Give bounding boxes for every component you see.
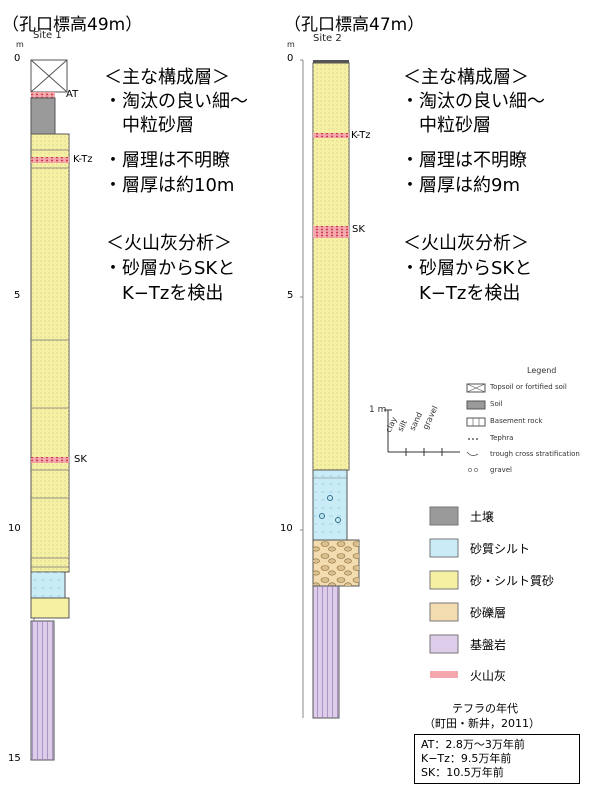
site2-name: Site 2 — [313, 33, 342, 44]
site2-note-line: 中粒砂層 — [419, 115, 491, 136]
ages-box: AT：2.8万～3万年前 K−Tz：9.5万年前 SK：10.5万年前 — [414, 734, 580, 784]
color-legend-sand: 砂・シルト質砂 — [470, 574, 555, 588]
swatch-tephra — [430, 671, 458, 678]
site1-tephra-label-at: AT — [66, 89, 79, 100]
site1-ash-title: ＜火山灰分析＞ — [106, 233, 232, 254]
color-legend-sandy-silt: 砂質シルト — [470, 542, 531, 556]
site1-note-line: ・層厚は約10m — [104, 175, 235, 196]
ages-title: テフラの年代 — [452, 702, 518, 715]
site2-note-line: ・淘汰の良い細～ — [401, 91, 545, 112]
site2-topsoil — [313, 60, 349, 63]
site2-column — [300, 59, 360, 719]
color-legend-basement: 基盤岩 — [470, 638, 507, 652]
site2-tephra-label-sk: SK — [352, 224, 365, 235]
site1-tick-label-0: 0 — [14, 53, 21, 64]
site1-column — [30, 59, 70, 761]
swatch-sandy-silt — [429, 538, 459, 558]
soil-icon — [466, 400, 486, 410]
swatch-soil — [429, 506, 459, 526]
site1-composition-title: ＜主な構成層＞ — [104, 67, 230, 88]
scale-label: 1 m — [369, 405, 387, 415]
site2-ash-line: ・砂層からSKと — [401, 258, 533, 279]
age-line-sk: SK：10.5万年前 — [421, 766, 504, 779]
site2-note-line: ・層理は不明瞭 — [401, 150, 527, 171]
legend-title: Legend — [527, 366, 557, 375]
legend-item-trough: trough cross stratification — [490, 450, 580, 458]
site1-note-line: ・層理は不明瞭 — [104, 150, 230, 171]
site1-ash-line: K−Tzを検出 — [122, 283, 224, 304]
site2-ash-title: ＜火山灰分析＞ — [403, 233, 529, 254]
legend-item-gravel: gravel — [490, 466, 513, 474]
site2-tick-label-5: 5 — [287, 290, 294, 301]
site1-note-line: ・淘汰の良い細～ — [104, 91, 248, 112]
site1-note-line: 中粒砂層 — [122, 115, 194, 136]
swatch-gravel — [429, 602, 459, 622]
tephra-icon — [468, 438, 478, 440]
site1-tephra-label-ktz: K-Tz — [73, 154, 93, 165]
site1-name: Site 1 — [33, 30, 62, 41]
site2-composition-title: ＜主な構成層＞ — [403, 67, 529, 88]
color-legend-gravel: 砂礫層 — [470, 606, 507, 620]
legend-icons — [466, 383, 486, 472]
site1-soil — [30, 97, 56, 135]
grain-size-scale — [384, 409, 460, 456]
ages-source: （町田・新井，2011） — [424, 717, 540, 730]
site2-tick-label-0: 0 — [287, 53, 294, 64]
color-legend-tephra: 火山灰 — [470, 669, 507, 683]
site1-tick-label-15: 15 — [8, 753, 21, 764]
site2-note-line: ・層厚は約9m — [401, 175, 520, 196]
swatch-basement — [429, 634, 459, 654]
legend-item-topsoil: Topsoil or fortified soil — [490, 383, 567, 391]
gravel-icon — [468, 468, 478, 472]
site2-ash-line: K−Tzを検出 — [419, 283, 521, 304]
legend-item-basement: Basement rock — [490, 417, 543, 425]
site2-tephra-label-ktz: K-Tz — [351, 130, 371, 141]
site1-tick-label-5: 5 — [14, 290, 21, 301]
site2-heading: （孔口標高47m） — [284, 15, 425, 35]
site1-sand-lower — [30, 597, 70, 619]
site2-tick-label-10: 10 — [280, 523, 293, 534]
site1-heading: （孔口標高49m） — [2, 15, 143, 35]
legend-item-tephra: Tephra — [490, 434, 514, 442]
site2-axis-unit: m — [287, 40, 295, 49]
swatch-sand — [429, 570, 459, 590]
legend-item-soil: Soil — [490, 400, 503, 408]
site1-tick-label-10: 10 — [8, 523, 21, 534]
color-legend-soil: 土壌 — [470, 510, 495, 524]
trough-cross-icon — [466, 451, 479, 456]
age-line-ktz: K−Tz：9.5万年前 — [421, 752, 512, 765]
site1-tephra-label-sk: SK — [74, 454, 87, 465]
site1-axis-unit: m — [16, 40, 24, 49]
site1-ash-line: ・砂層からSKと — [104, 258, 236, 279]
basement-rock-icon — [466, 417, 486, 427]
age-line-at: AT：2.8万～3万年前 — [421, 738, 525, 751]
